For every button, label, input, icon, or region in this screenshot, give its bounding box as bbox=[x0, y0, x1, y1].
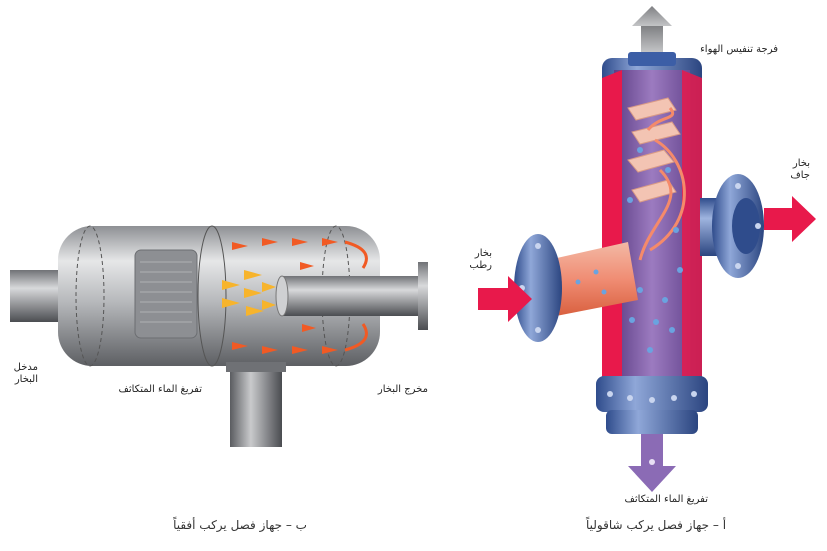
dry-steam-arrow bbox=[764, 196, 816, 242]
horizontal-separator bbox=[10, 225, 428, 447]
label-condensate-drain-v: تفريغ الماء المتكاثف bbox=[624, 494, 708, 505]
cutaway-inner bbox=[614, 70, 690, 378]
air-vent-arrow bbox=[632, 6, 672, 52]
label-steam-outlet: مخرج البخار bbox=[377, 384, 428, 395]
baffle-plates bbox=[627, 97, 681, 203]
label-steam-inlet-line1: مدخل bbox=[13, 362, 38, 373]
outlet-flange bbox=[418, 262, 428, 330]
label-dry-steam: بخار جاف bbox=[782, 158, 810, 182]
label-dry-steam-line2: جاف bbox=[790, 170, 810, 181]
baffle-block bbox=[134, 249, 198, 339]
label-air-vent: فرجة تنفيس الهواء bbox=[700, 44, 778, 55]
label-wet-steam-line2: رطب bbox=[469, 260, 492, 271]
caption-horizontal: ب – جهاز فصل يركب أفقياً bbox=[173, 518, 307, 532]
label-condensate-drain-h: تفريغ الماء المتكاثف bbox=[118, 384, 202, 395]
steam-flow-arrows-red bbox=[232, 238, 338, 354]
steam-flow-arrows-yellow bbox=[222, 270, 276, 316]
bottom-flange bbox=[596, 376, 708, 412]
drain-leg bbox=[230, 362, 282, 447]
inlet-flange-left bbox=[514, 234, 562, 342]
outlet-pipe bbox=[380, 276, 420, 316]
inner-outlet-tube bbox=[282, 276, 392, 316]
label-wet-steam: بخار رطب bbox=[462, 248, 492, 272]
label-steam-inlet-line2: البخار bbox=[14, 374, 38, 385]
wet-steam-arrow bbox=[478, 276, 532, 322]
caption-vertical: أ – جهاز فصل يركب شاقولياً bbox=[585, 518, 727, 532]
swirl-arrows bbox=[638, 107, 686, 261]
vertical-separator bbox=[478, 6, 816, 492]
label-steam-inlet: مدخل البخار bbox=[4, 362, 38, 386]
wet-steam-inlet-pipe bbox=[548, 242, 638, 316]
condensate-drain-arrow bbox=[628, 434, 676, 492]
label-wet-steam-line1: بخار bbox=[474, 248, 492, 259]
label-dry-steam-line1: بخار bbox=[792, 158, 810, 169]
